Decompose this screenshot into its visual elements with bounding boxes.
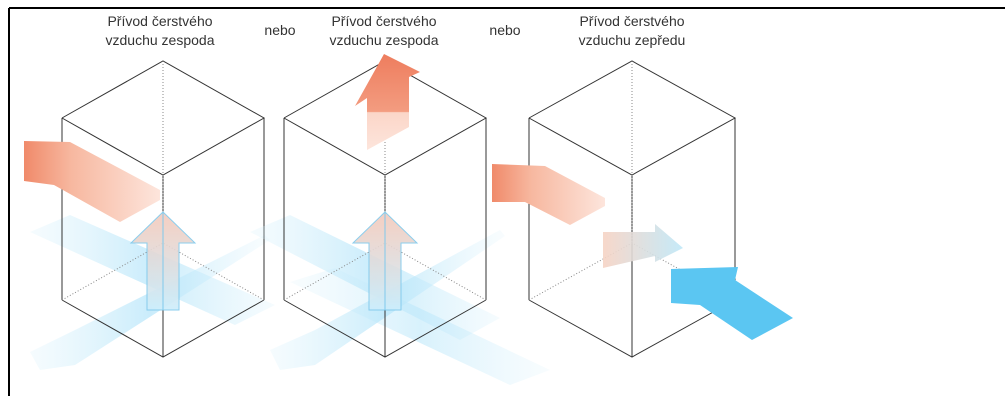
warm-air-exhaust-arrow-3 bbox=[492, 164, 605, 225]
separator-2: nebo bbox=[489, 22, 521, 38]
caption-1: Přívod čerstvého vzduchu zespoda bbox=[105, 13, 215, 48]
cabinet-1 bbox=[24, 60, 275, 370]
cabinet-3 bbox=[492, 60, 793, 358]
warm-air-exhaust-arrow-2 bbox=[355, 54, 420, 150]
interior-airflow-arrow-3 bbox=[603, 224, 683, 268]
cold-air-stream-2c bbox=[290, 268, 550, 385]
warm-air-exhaust-arrow-1 bbox=[24, 141, 160, 222]
caption-2: Přívod čerstvého vzduchu zespoda bbox=[329, 13, 439, 48]
cabinet-2 bbox=[250, 54, 550, 385]
caption-3: Přívod čerstvého vzduchu zepředu bbox=[578, 13, 686, 48]
separator-1: nebo bbox=[264, 22, 296, 38]
cold-air-intake-arrow-3 bbox=[671, 267, 793, 340]
